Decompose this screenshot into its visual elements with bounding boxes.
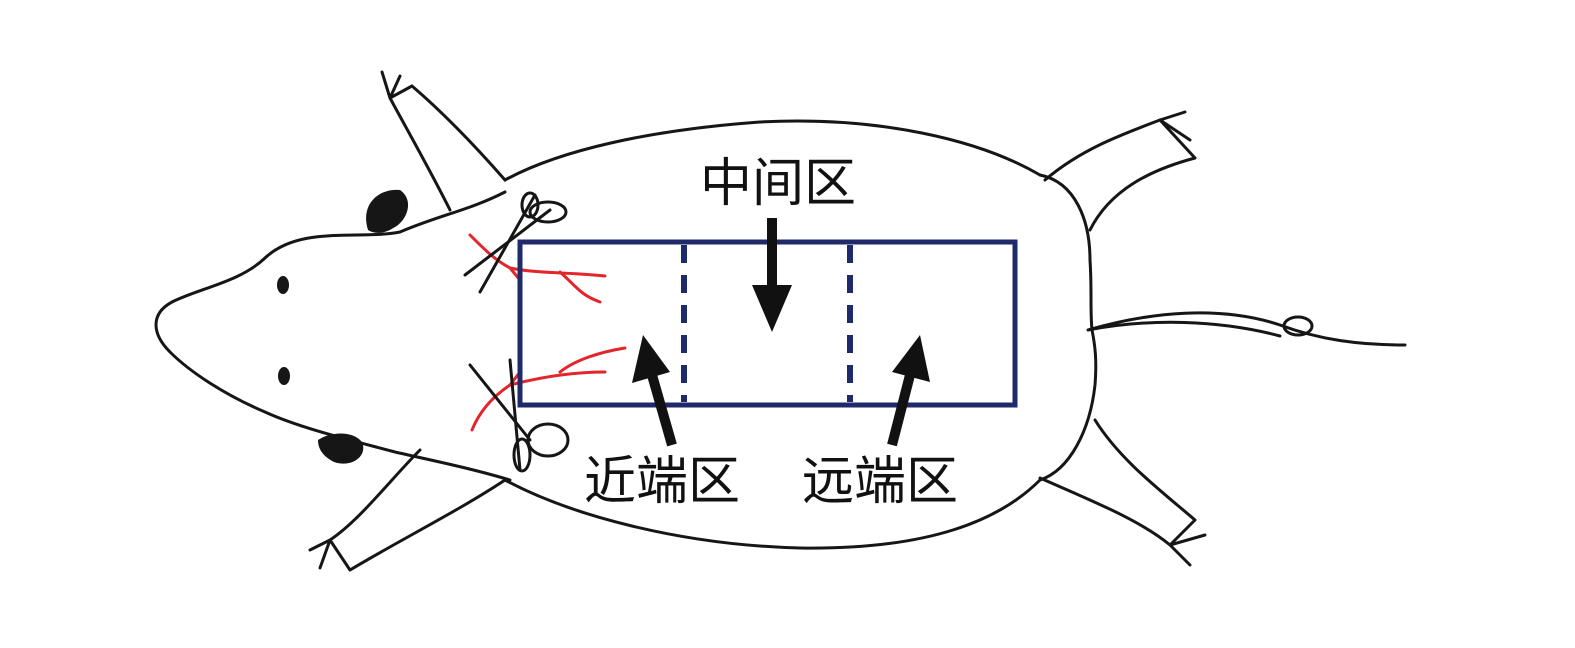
mouse-tail: [1086, 311, 1407, 347]
distal-zone-label: 远端区: [802, 452, 959, 512]
eye-lower: [278, 367, 290, 385]
mouse-back: [503, 119, 1042, 182]
mouse-hip-lower: [1038, 328, 1098, 482]
mouse-outline: [154, 70, 1407, 572]
hind-leg-upper: [1043, 110, 1197, 232]
vessel-lower: [470, 346, 627, 432]
front-leg-upper: [380, 70, 507, 212]
arrow-distal: [887, 335, 930, 447]
ear-lower: [318, 433, 364, 464]
blood-vessels: [468, 233, 627, 432]
mouse-head: [154, 190, 512, 482]
hind-leg-lower: [1038, 418, 1207, 567]
middle-zone-label: 中间区: [700, 154, 857, 214]
scissors-icon-lower: [468, 358, 570, 473]
eye-upper: [277, 276, 289, 294]
ear-upper: [366, 189, 409, 233]
tail-knot: [1282, 315, 1314, 337]
scissors-icon-upper: [463, 191, 568, 294]
arrow-proximal: [632, 335, 677, 447]
mouse-hip-upper: [1038, 173, 1094, 332]
vessel-upper: [468, 233, 607, 304]
proximal-zone-label: 近端区: [584, 452, 741, 512]
arrow-middle: [752, 218, 792, 332]
mouse-belly: [503, 478, 1042, 550]
front-leg-lower: [308, 448, 507, 572]
